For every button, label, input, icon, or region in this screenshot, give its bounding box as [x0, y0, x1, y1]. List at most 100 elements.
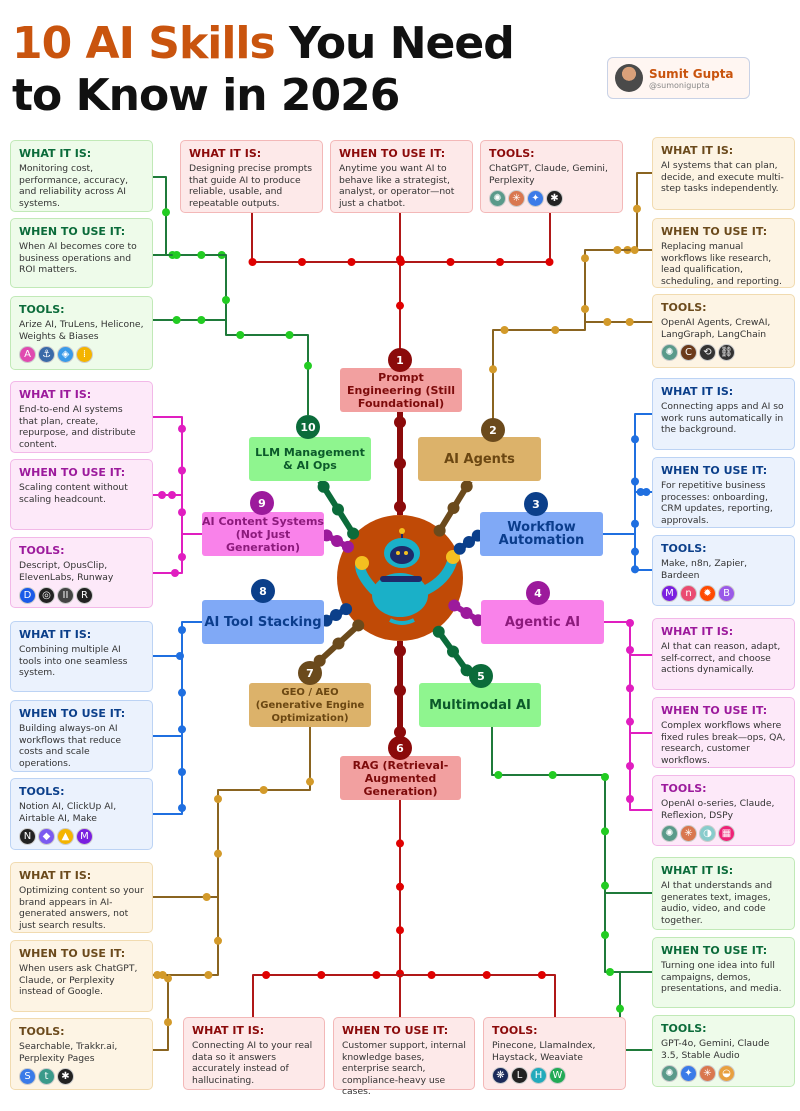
connector-dot — [642, 488, 651, 496]
what-text: AI systems that can plan, decide, and ex… — [661, 160, 784, 194]
connector-dot — [631, 477, 639, 486]
skill-number-badge: 8 — [251, 579, 275, 603]
connector-line — [152, 727, 311, 898]
connector-dot — [601, 931, 609, 939]
connector-dot — [453, 542, 466, 555]
connector-dot — [633, 204, 641, 213]
connector-dot — [372, 971, 381, 979]
skill-number-badge: 3 — [524, 492, 548, 516]
skill-number-badge: 4 — [526, 581, 550, 605]
connector-line — [152, 416, 202, 535]
connector-dot — [626, 684, 634, 693]
trakkr-icon: t — [38, 1068, 55, 1085]
tools-text: Notion AI, ClickUp AI, Airtable AI, Make — [19, 801, 117, 824]
connector-dot — [396, 882, 404, 891]
tools-heading: TOOLS: — [19, 1025, 65, 1038]
skill-node-ai-tool-stacking[interactable]: AI Tool Stacking — [202, 600, 324, 644]
connector-dot — [626, 762, 634, 770]
info-box-when-llm-management-ai-ops: WHEN TO USE IT:When AI becomes core to b… — [10, 218, 153, 288]
gemini-icon: ✦ — [527, 190, 544, 207]
info-box-tools-prompt-engineering-still-foundational: TOOLS: ChatGPT, Claude, Gemini, Perplexit… — [480, 140, 623, 213]
connector-dot — [204, 971, 213, 979]
langchain-icon: ⛓ — [718, 344, 735, 361]
tool-icons: ✺C⟲⛓ — [661, 344, 786, 361]
info-box-what-geo-aeo-generative-engine-optimization: WHAT IT IS:Optimizing content so your br… — [10, 862, 153, 933]
connector-dot — [259, 786, 268, 794]
perplexity-icon: ✱ — [57, 1068, 74, 1085]
info-box-what-ai-tool-stacking: WHAT IT IS:Combining multiple AI tools i… — [10, 621, 153, 692]
skill-node-workflow-automation[interactable]: Workflow Automation — [480, 512, 603, 556]
connector-dot — [197, 316, 206, 324]
skill-node-ai-agents[interactable]: AI Agents — [418, 437, 541, 481]
what-text: Connecting apps and AI so work runs auto… — [661, 401, 784, 435]
tools-text: OpenAI Agents, CrewAI, LangGraph, LangCh… — [661, 317, 771, 340]
connector-dot — [178, 626, 186, 634]
tools-heading: TOOLS: — [489, 147, 535, 160]
connector-dot — [396, 839, 404, 848]
info-box-when-geo-aeo-generative-engine-optimization: WHEN TO USE IT:When users ask ChatGPT, C… — [10, 940, 153, 1012]
skill-name: Workflow Automation — [498, 520, 585, 548]
skill-number-badge: 9 — [250, 491, 274, 515]
what-heading: WHAT IT IS: — [661, 625, 734, 638]
title-rest: You Need — [274, 18, 515, 69]
skill-node-llm-management-ai-ops[interactable]: LLM Management & AI Ops — [249, 437, 371, 481]
connector-dot — [396, 926, 404, 935]
skill-node-geo-aeo-generative-engine-optimization[interactable]: GEO / AEO (Generative Engine Optimizatio… — [249, 683, 371, 727]
skill-node-prompt-engineering-still-foundational[interactable]: Prompt Engineering (Still Foundational) — [340, 368, 462, 412]
opusclip-icon: ◎ — [38, 587, 55, 604]
info-box-tools-rag-retrieval-augmented-generation: TOOLS:Pinecone, LlamaIndex, Haystack, We… — [483, 1017, 626, 1090]
connector-dot — [172, 316, 181, 324]
connector-line — [629, 733, 652, 811]
skill-node-agentic-ai[interactable]: Agentic AI — [481, 600, 604, 644]
tools-text: Arize AI, TruLens, Helicone, Weights & B… — [19, 319, 144, 342]
when-text: Scaling content without scaling headcoun… — [19, 482, 128, 505]
connector-line — [152, 736, 183, 815]
info-box-what-prompt-engineering-still-foundational: WHAT IT IS:Designing precise prompts tha… — [180, 140, 323, 213]
connector-dot — [548, 771, 557, 779]
connector-dot — [332, 637, 345, 650]
connector-dot — [178, 424, 186, 433]
tools-text: ChatGPT, Claude, Gemini, Perplexity — [489, 163, 608, 186]
skill-number-badge: 6 — [388, 736, 412, 760]
connector-dot — [448, 599, 461, 612]
skill-name: AI Content Systems (Not Just Generation) — [202, 514, 324, 554]
connector-dot — [460, 480, 473, 493]
skill-node-rag-retrieval-augmented-generation[interactable]: RAG (Retrieval-Augmented Generation) — [340, 756, 461, 800]
connector-dot — [317, 971, 326, 979]
page-title: 10 AI Skills You Need to Know in 2026 — [12, 18, 515, 122]
airtable-icon: ▲ — [57, 828, 74, 845]
info-box-what-ai-content-systems-not-just-generation: WHAT IT IS:End-to-end AI systems that pl… — [10, 381, 153, 453]
what-text: Designing precise prompts that guide AI … — [189, 163, 313, 209]
connector-dot — [603, 318, 612, 326]
connector-dot — [178, 725, 186, 734]
when-heading: WHEN TO USE IT: — [339, 147, 446, 160]
runway-icon: R — [76, 587, 93, 604]
connector-dot — [197, 251, 206, 259]
connector-dot — [202, 893, 211, 901]
skill-name: AI Agents — [444, 451, 515, 467]
connector-dot — [262, 971, 271, 979]
tools-heading: TOOLS: — [19, 544, 65, 557]
skill-node-multimodal-ai[interactable]: Multimodal AI — [419, 683, 541, 727]
connector-dot — [331, 535, 343, 547]
connector-line — [492, 172, 652, 420]
author-badge: Sumit Gupta @sumonigupta — [607, 57, 750, 99]
stable-audio-icon: ◒ — [718, 1065, 735, 1082]
what-heading: WHAT IT IS: — [661, 385, 734, 398]
skill-number-badge: 2 — [481, 418, 505, 442]
when-text: Building always-on AI workflows that red… — [19, 723, 122, 769]
claude-icon: ✳ — [699, 1065, 716, 1082]
title-line2: to Know in 2026 — [12, 70, 400, 121]
info-box-what-multimodal-ai: WHAT IT IS:AI that understands and gener… — [652, 857, 795, 930]
skill-name: Prompt Engineering (Still Foundational) — [347, 370, 455, 410]
connector-dot — [394, 416, 406, 429]
connector-dot — [397, 258, 405, 266]
connector-dot — [222, 296, 230, 304]
skill-node-ai-content-systems-not-just-generation[interactable]: AI Content Systems (Not Just Generation) — [202, 512, 324, 556]
what-heading: WHAT IT IS: — [192, 1024, 265, 1037]
what-heading: WHAT IT IS: — [19, 388, 92, 401]
connector-dot — [158, 491, 166, 499]
connector-dot — [616, 1004, 624, 1013]
